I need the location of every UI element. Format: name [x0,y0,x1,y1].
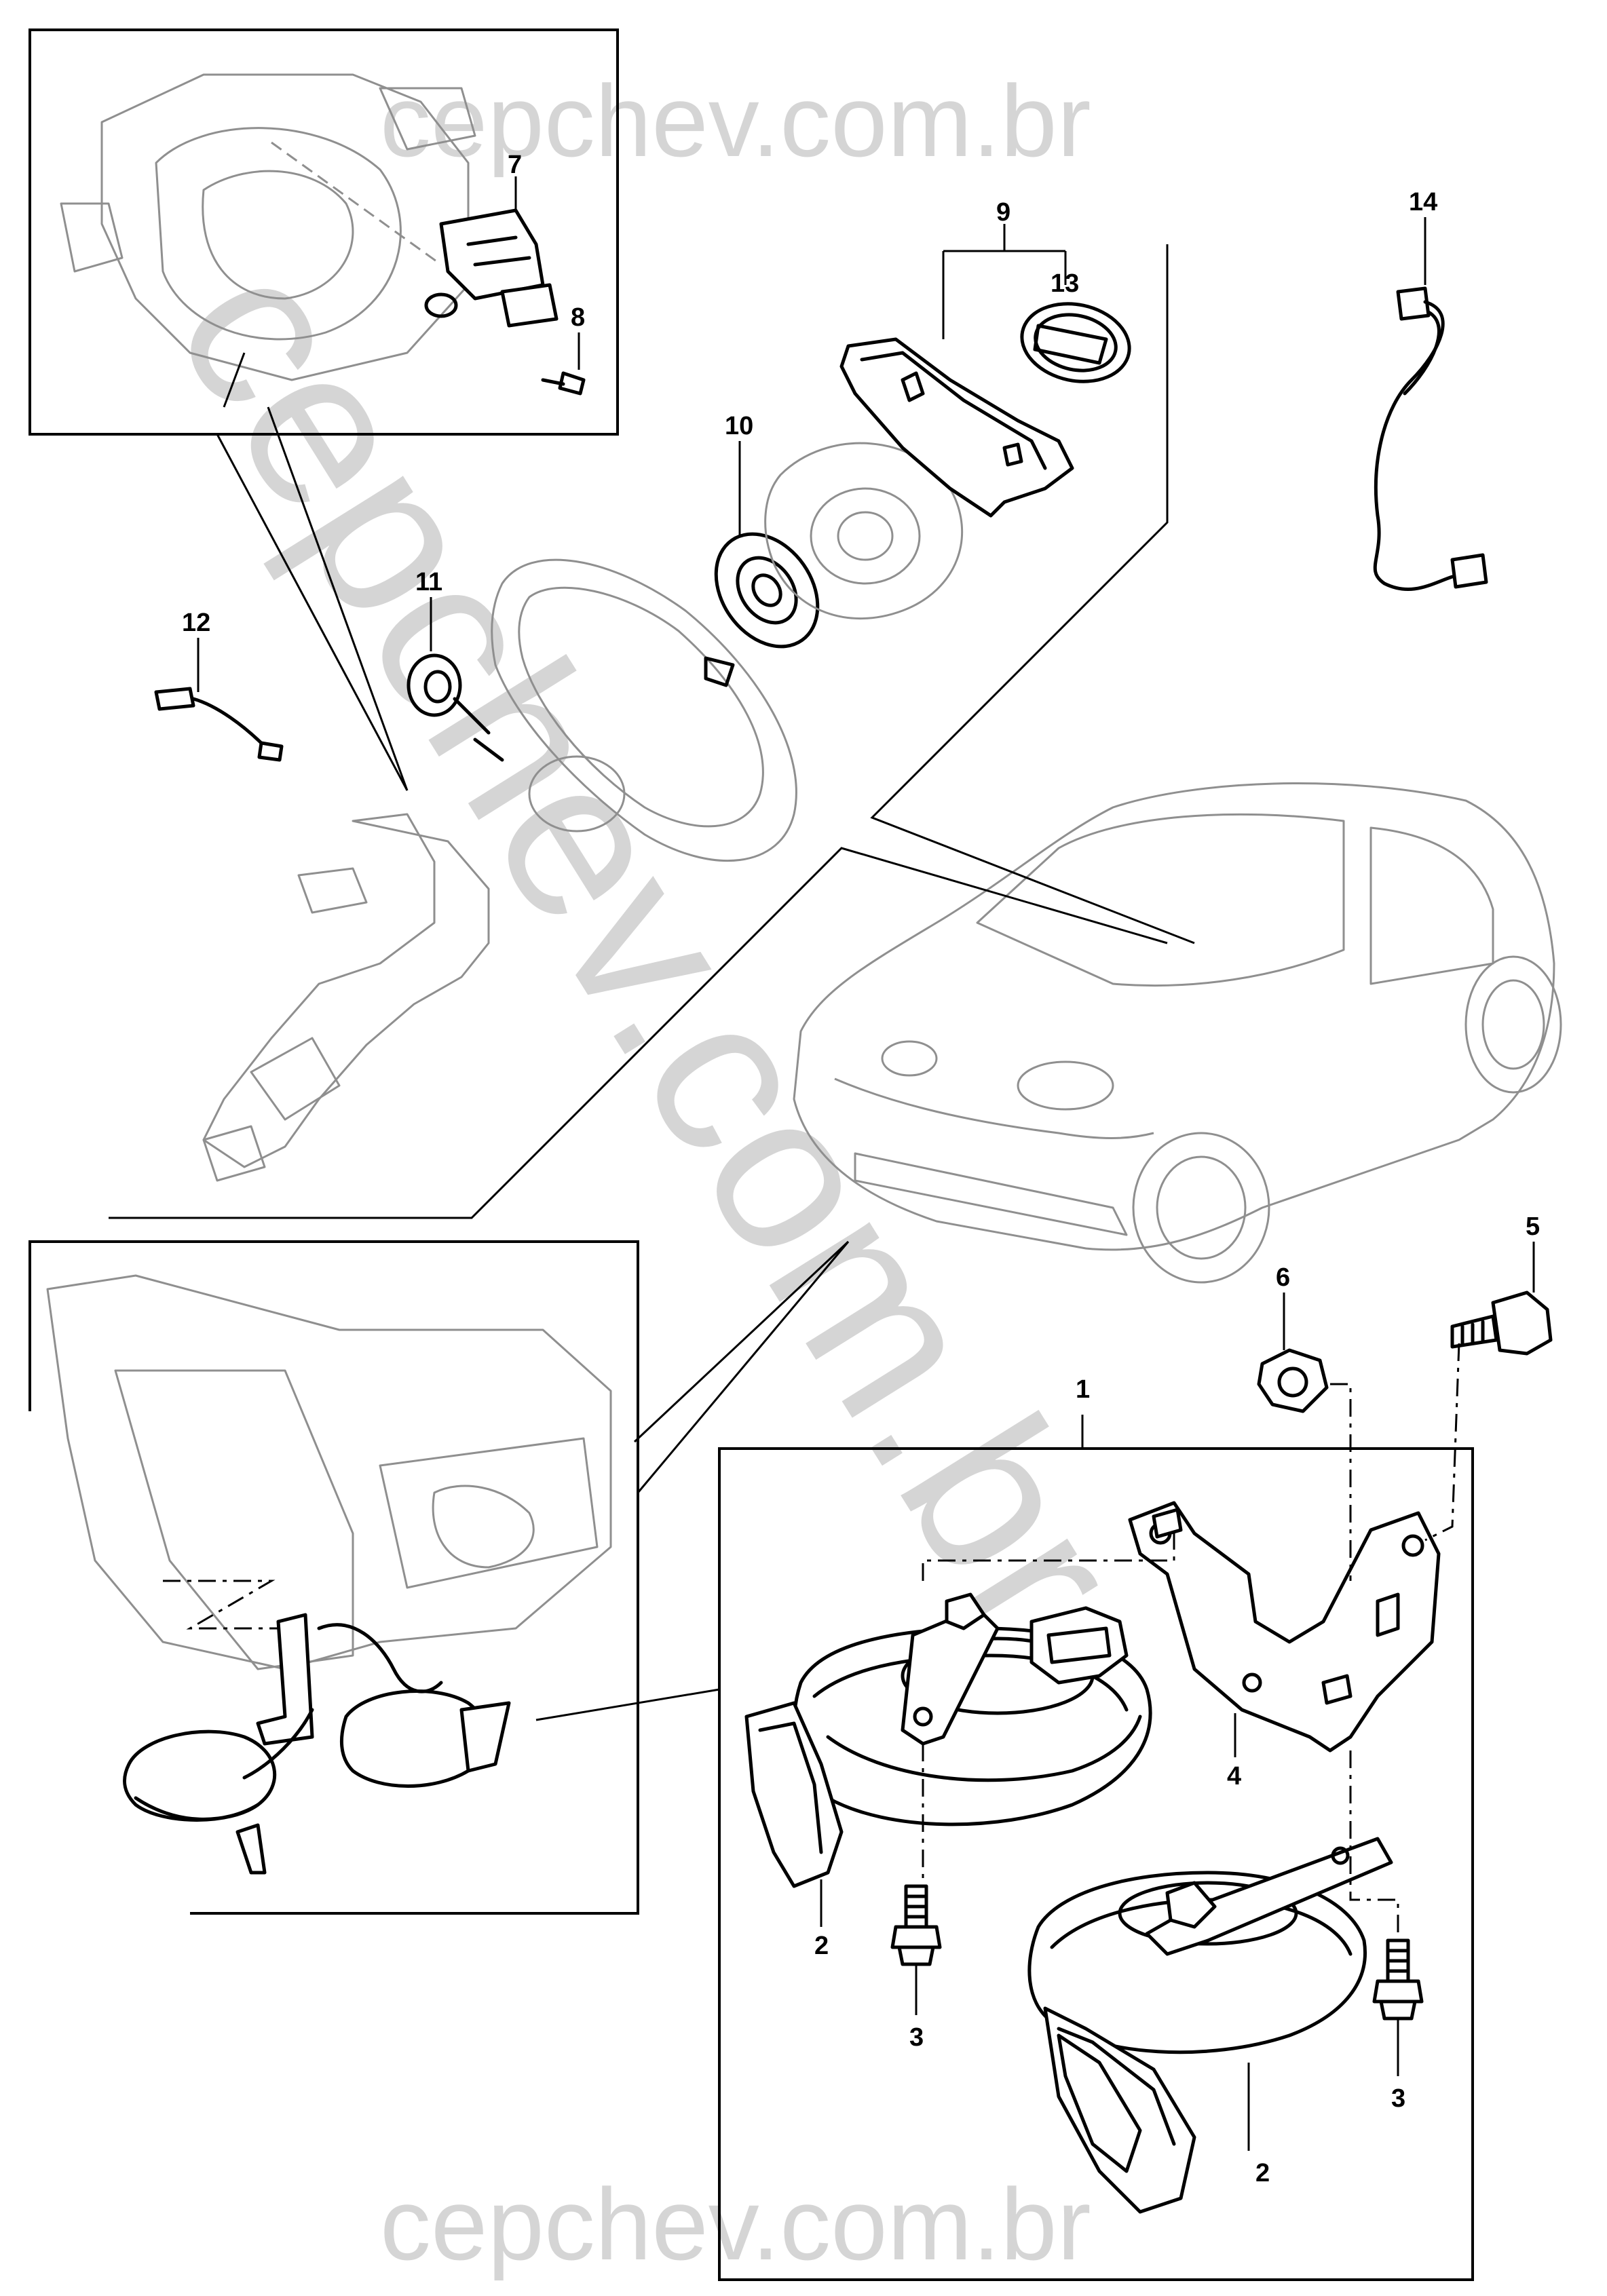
part-5-bolt [1424,1242,1553,1542]
airbag-module-ghost [764,442,964,620]
horn-location-inset [29,1240,639,1915]
callout-numbers: 1 2 2 3 3 4 5 6 7 8 9 10 11 12 13 14 [182,151,1540,2187]
part-13-emblem [1020,302,1131,383]
callout-4: 4 [1227,1762,1241,1791]
part-8-screw [541,332,586,396]
callout-3-a: 3 [909,2023,924,2052]
callout-11: 11 [415,568,442,596]
watermark-top: cepchev.com.br [380,64,1091,178]
callout-6: 6 [1276,1263,1290,1292]
callout-2-upper: 2 [814,1932,829,1960]
callout-1: 1 [1076,1375,1090,1404]
callout-2-lower: 2 [1255,2159,1270,2187]
part-12-wire [154,638,284,762]
callout-10: 10 [725,412,753,440]
part-2-horn-lower [1027,1837,1393,2214]
steering-column-inset [29,28,619,436]
part-11-horn-contact [407,597,504,762]
part-2-horn-upper [744,1592,1152,1927]
part-3-screw-a [890,1527,1175,2015]
callout-14: 14 [1409,188,1437,216]
horn-detail-panel [718,1415,1474,2281]
callout-9: 9 [996,198,1010,227]
callout-5: 5 [1526,1212,1540,1241]
part-10-contact-ring [704,441,820,687]
leader-lines [109,244,1195,1721]
steering-wheel-assembly [202,558,797,1182]
part-3-screw-b [1349,1750,1424,2076]
part-6-nut [1257,1293,1352,1581]
part-7-switch [424,176,559,328]
callout-12: 12 [182,609,210,637]
part-4-bracket [1128,1501,1441,1757]
callout-7: 7 [508,151,522,179]
part-9-horn-cover [839,224,1074,518]
callout-8: 8 [571,303,585,332]
watermark-bottom: cepchev.com.br [380,2167,1091,2281]
part-14-harness [1373,217,1488,591]
callout-13: 13 [1051,269,1079,298]
car-outline [793,782,1562,1284]
callout-3-b: 3 [1391,2084,1405,2113]
